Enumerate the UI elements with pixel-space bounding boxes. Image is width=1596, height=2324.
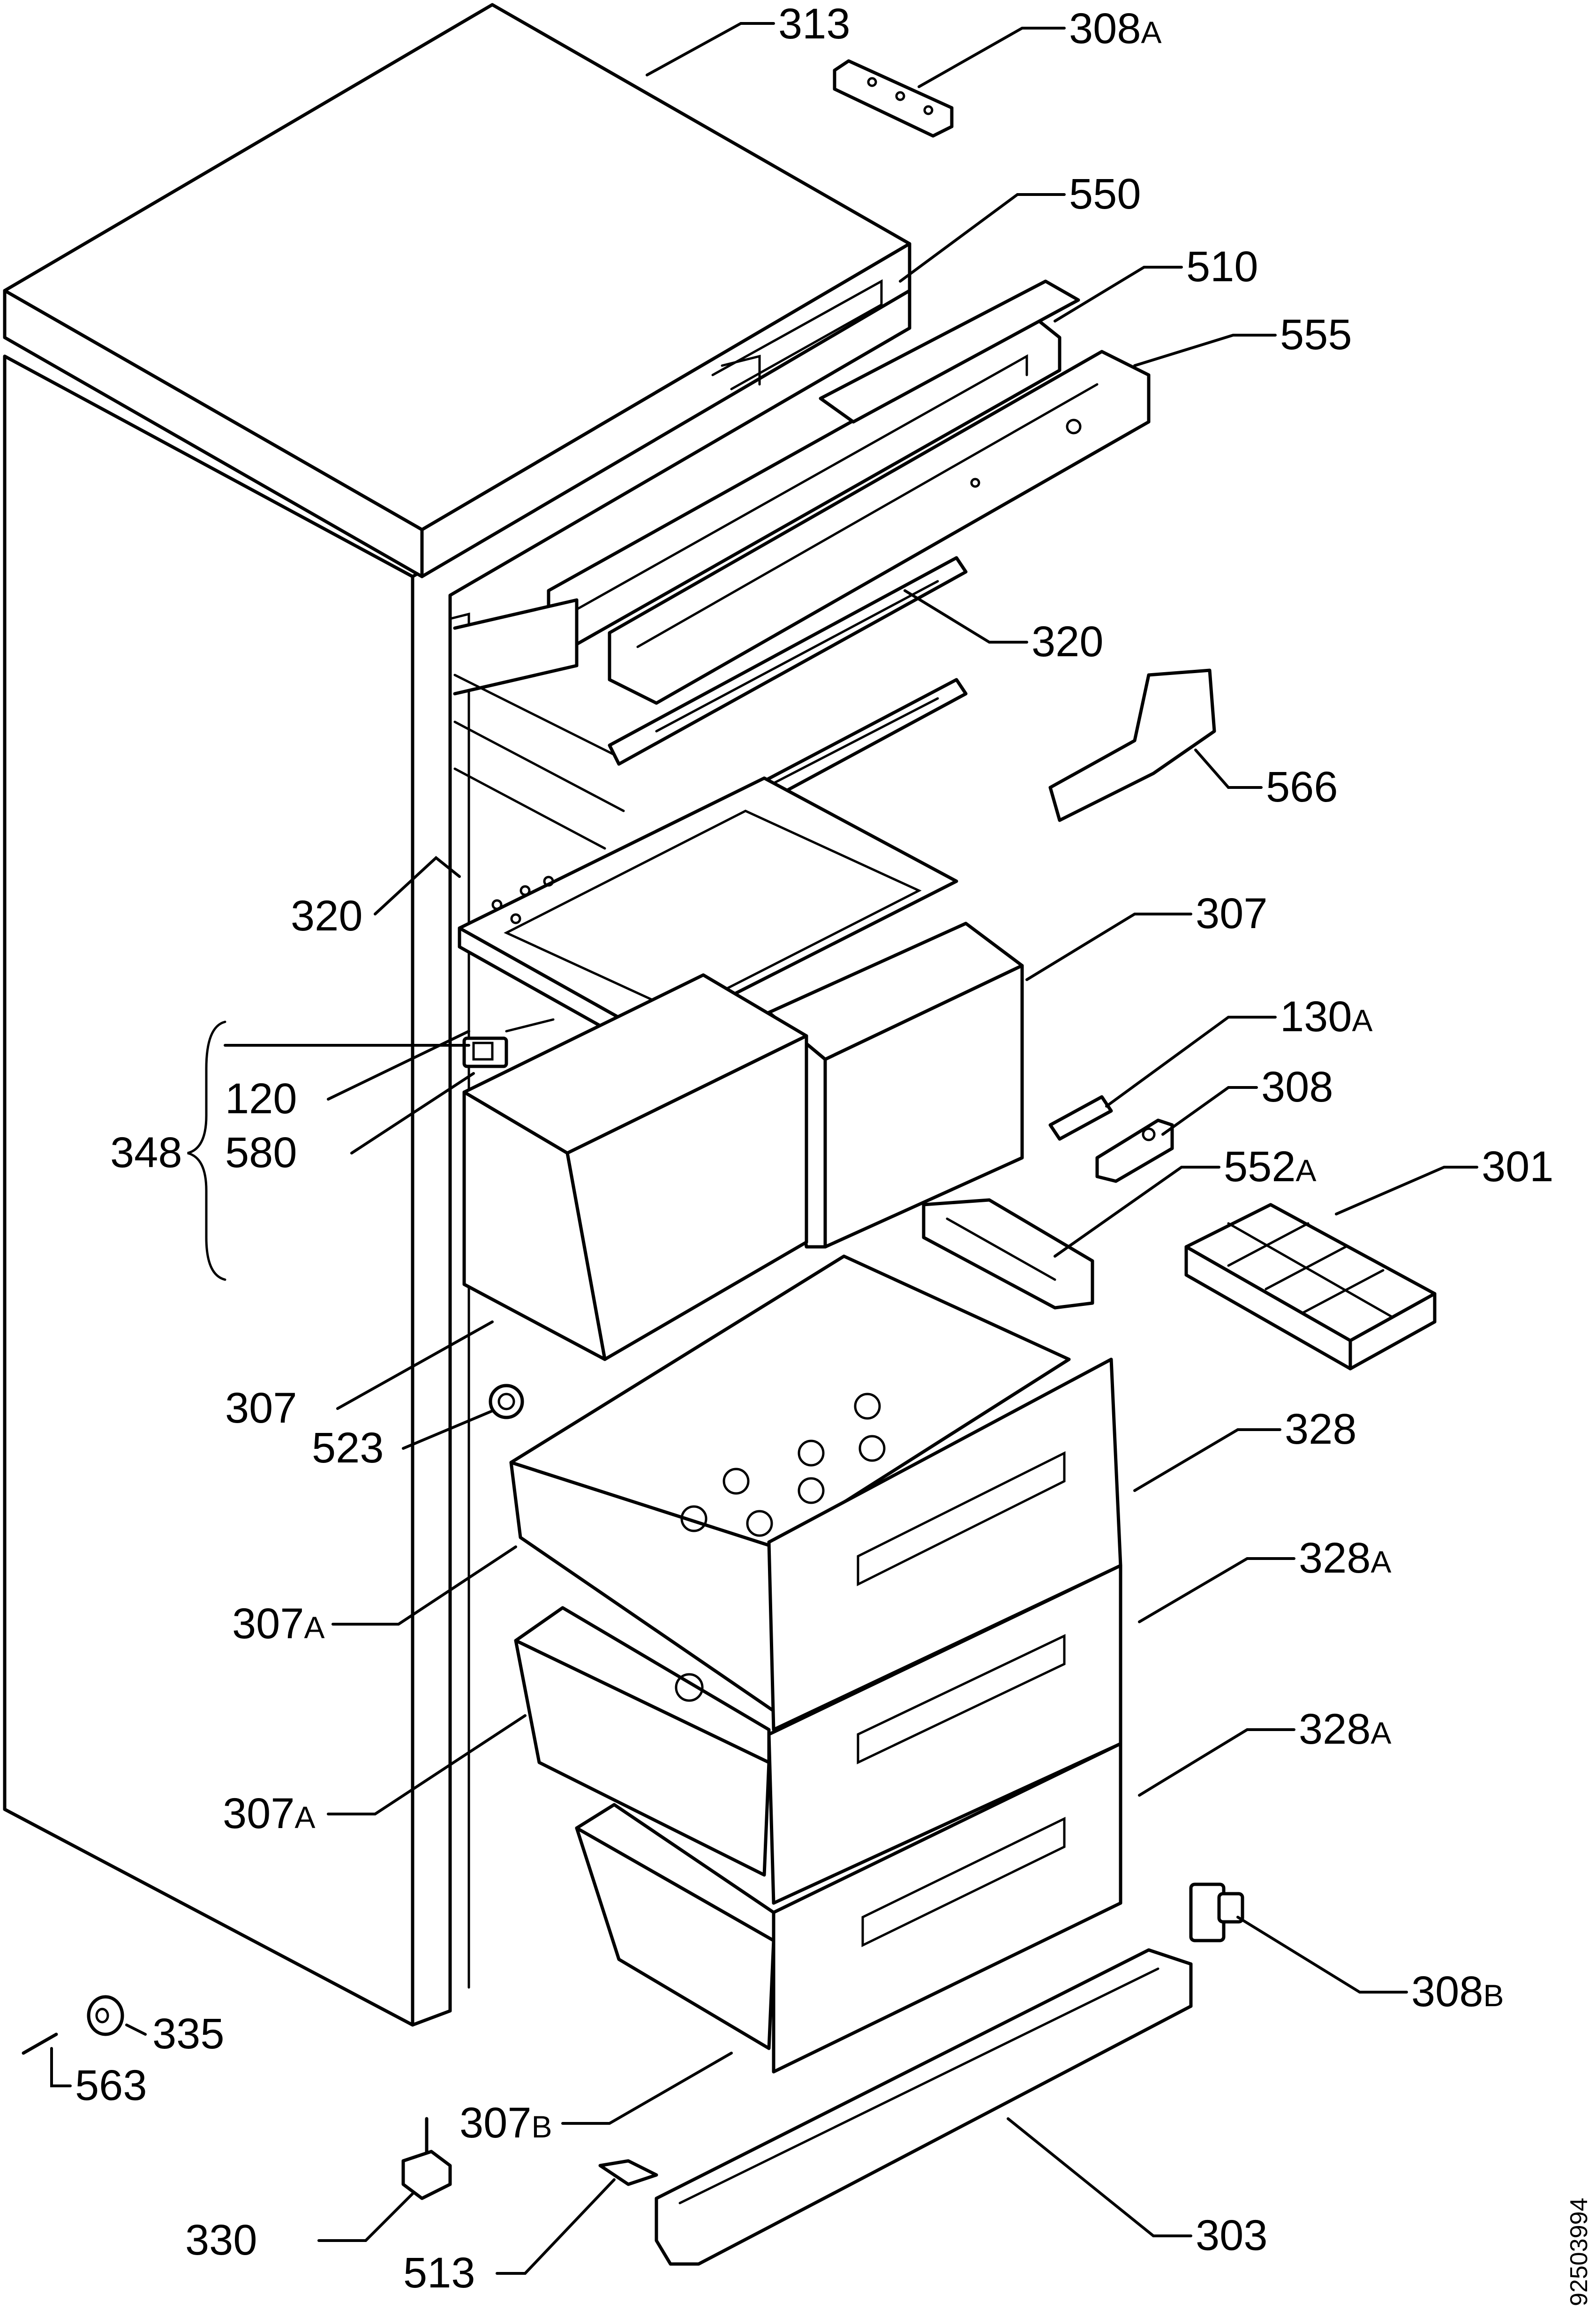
clip-513 (598, 2159, 658, 2186)
label-130A: 130A (1280, 993, 1373, 1041)
door-hinge-lower (1189, 1882, 1244, 1942)
label-335: 335 (152, 2010, 225, 2058)
label-320-upper: 320 (1031, 618, 1104, 666)
control-panel-555 (608, 350, 1151, 705)
drawer-middle (514, 1606, 771, 1877)
ice-cube-tray (1184, 1203, 1437, 1371)
label-308A: 308A (1069, 5, 1162, 52)
label-348: 348 (110, 1129, 182, 1177)
label-307-upper: 307 (1196, 890, 1268, 937)
label-330: 330 (185, 2216, 257, 2264)
drawer-front-328A-lower (772, 1742, 1122, 2074)
label-328: 328 (1285, 1405, 1357, 1453)
panel-strip (819, 279, 1080, 424)
label-320-lower: 320 (291, 892, 363, 940)
hinge-308 (1095, 1118, 1174, 1183)
label-328A-lower: 328A (1299, 1705, 1392, 1753)
wire-shelf-upper (608, 556, 968, 766)
upper-basket-left (462, 973, 808, 1361)
leader-lines (50, 22, 1478, 2275)
document-number: 92503994 (1566, 2198, 1593, 2306)
label-307-mid: 307 (225, 1384, 297, 1432)
label-550: 550 (1069, 170, 1141, 218)
top-hinge (833, 59, 954, 138)
label-566: 566 (1266, 763, 1338, 811)
drawer-upper (509, 1254, 1071, 1713)
kick-plate (655, 1948, 1193, 2266)
freezer-interior (453, 598, 625, 850)
label-513: 513 (403, 2249, 475, 2297)
label-523: 523 (312, 1424, 384, 1472)
label-552A: 552A (1224, 1143, 1317, 1191)
label-307B: 307B (459, 2099, 552, 2147)
pin-563 (22, 2032, 58, 2055)
label-510: 510 (1186, 243, 1258, 291)
label-308: 308 (1261, 1063, 1333, 1111)
label-555: 555 (1280, 311, 1352, 359)
label-580: 580 (225, 1129, 297, 1177)
ice-scoop (1048, 668, 1216, 822)
label-301: 301 (1482, 1143, 1554, 1191)
upper-basket-right (767, 922, 1024, 1249)
label-328A-upper: 328A (1299, 1534, 1392, 1582)
label-308B: 308B (1411, 1968, 1504, 2016)
top-cover (3, 3, 911, 578)
cabinet-body (3, 289, 911, 2027)
label-303: 303 (1196, 2212, 1268, 2259)
bracket-130A (1048, 1095, 1113, 1141)
group-bracket-348 (187, 1020, 226, 1281)
part-labels: 313 308A 550 510 555 320 566 320 307 130… (75, 0, 1554, 2297)
label-313: 313 (778, 0, 851, 48)
control-knob (489, 1384, 524, 1419)
label-307A-lower: 307A (223, 1790, 316, 1837)
thermostat-unit (462, 1018, 555, 1068)
label-307A-upper: 307A (232, 1600, 325, 1648)
adjustable-foot-330 (401, 2117, 452, 2200)
spacer-335 (87, 1995, 124, 2036)
label-563: 563 (75, 2062, 147, 2109)
slide-rail (922, 1198, 1094, 1310)
label-120: 120 (225, 1075, 297, 1123)
